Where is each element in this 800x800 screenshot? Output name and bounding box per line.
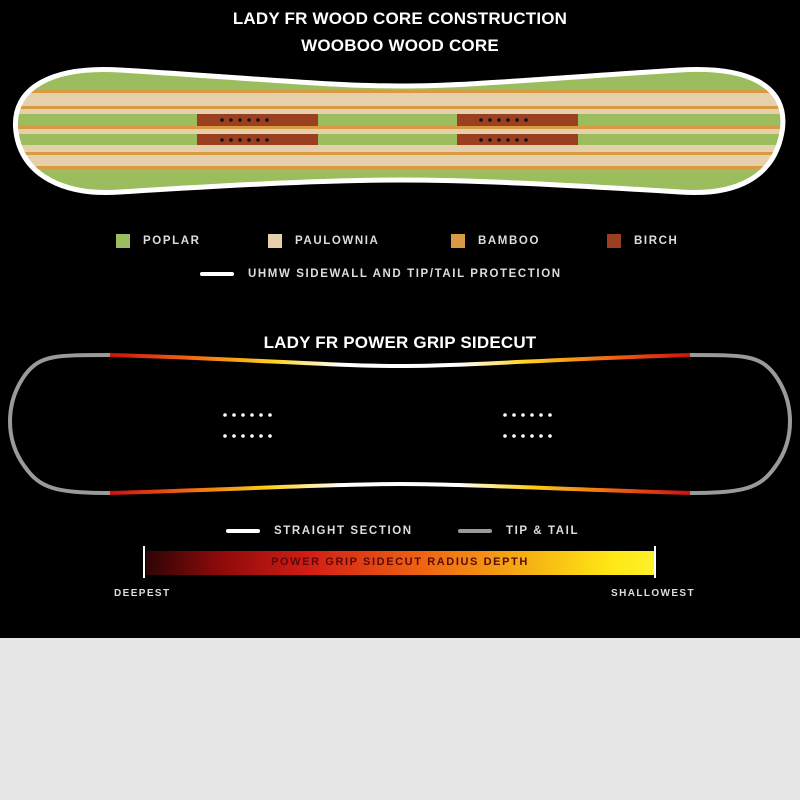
insert-hole xyxy=(521,413,525,417)
depth-gradient-bar xyxy=(146,551,654,575)
insert-hole xyxy=(488,118,492,122)
insert-hole xyxy=(503,413,507,417)
insert-hole xyxy=(223,434,227,438)
insert-hole xyxy=(539,413,543,417)
legend-bamboo: BAMBOO xyxy=(451,234,540,248)
insert-hole xyxy=(539,434,543,438)
insert-hole xyxy=(548,413,552,417)
bamboo-stripe xyxy=(15,166,783,169)
page-footer-area xyxy=(0,638,800,800)
legend-tip-tail: TIP & TAIL xyxy=(458,525,579,537)
insert-hole xyxy=(524,138,528,142)
tip-tail-label: TIP & TAIL xyxy=(506,525,580,537)
insert-hole xyxy=(256,118,260,122)
sidecut-board xyxy=(8,353,792,495)
shallowest-label: SHALLOWEST xyxy=(611,588,695,599)
insert-hole xyxy=(238,138,242,142)
insert-hole xyxy=(247,138,251,142)
insert-hole xyxy=(497,138,501,142)
bamboo-label: BAMBOO xyxy=(478,235,540,247)
legend-paulownia: PAULOWNIA xyxy=(268,234,379,248)
paulownia-swatch xyxy=(268,234,282,248)
poplar-label: POPLAR xyxy=(143,235,201,247)
poplar-stripe xyxy=(15,134,783,145)
scale-tick-right xyxy=(654,546,656,578)
bamboo-swatch xyxy=(451,234,465,248)
sidewall-label: UHMW SIDEWALL AND TIP/TAIL PROTECTION xyxy=(248,268,562,280)
insert-hole xyxy=(259,434,263,438)
construction-title: LADY FR WOOD CORE CONSTRUCTION xyxy=(232,9,568,28)
top-edge-sidecut xyxy=(109,353,691,369)
insert-hole xyxy=(232,434,236,438)
insert-hole xyxy=(512,413,516,417)
insert-hole xyxy=(503,434,507,438)
paulownia-label: PAULOWNIA xyxy=(295,235,380,247)
uhmw-sidewall xyxy=(13,66,786,196)
straight-label: STRAIGHT SECTION xyxy=(274,525,413,537)
insert-hole xyxy=(265,138,269,142)
tip-outline xyxy=(689,353,792,495)
insert-hole xyxy=(515,138,519,142)
insert-hole xyxy=(268,434,272,438)
insert-hole xyxy=(220,118,224,122)
tip-tail-swatch xyxy=(458,529,492,533)
bamboo-stripe xyxy=(15,90,783,93)
insert-hole xyxy=(521,434,525,438)
insert-hole xyxy=(548,434,552,438)
sidecut-title: LADY FR POWER GRIP SIDECUT xyxy=(263,333,537,352)
insert-hole xyxy=(220,138,224,142)
insert-hole xyxy=(256,138,260,142)
insert-hole xyxy=(479,118,483,122)
insert-hole xyxy=(250,434,254,438)
bamboo-stripe xyxy=(15,152,783,155)
insert-hole xyxy=(259,413,263,417)
insert-hole xyxy=(241,434,245,438)
insert-hole xyxy=(241,413,245,417)
legend-birch: BIRCH xyxy=(607,234,678,248)
insert-hole xyxy=(268,413,272,417)
insert-hole xyxy=(515,118,519,122)
insert-hole xyxy=(506,138,510,142)
insert-hole xyxy=(530,434,534,438)
insert-hole xyxy=(488,138,492,142)
legend-sidewall: UHMW SIDEWALL AND TIP/TAIL PROTECTION xyxy=(200,268,562,280)
insert-hole xyxy=(265,118,269,122)
poplar-stripe xyxy=(15,169,783,193)
poplar-swatch xyxy=(116,234,130,248)
birch-swatch xyxy=(607,234,621,248)
wood-core-board xyxy=(13,66,786,196)
insert-hole xyxy=(247,118,251,122)
insert-hole xyxy=(497,118,501,122)
insert-hole xyxy=(238,118,242,122)
bamboo-stripe xyxy=(15,106,783,109)
deepest-label: DEEPEST xyxy=(114,588,171,599)
insert-hole xyxy=(229,118,233,122)
bottom-edge-sidecut xyxy=(109,481,691,495)
birch-label: BIRCH xyxy=(634,235,679,247)
core-title: WOOBOO WOOD CORE xyxy=(301,36,499,55)
insert-hole xyxy=(506,118,510,122)
insert-hole xyxy=(479,138,483,142)
depth-gradient-label: POWER GRIP SIDECUT RADIUS DEPTH xyxy=(271,556,529,568)
insert-hole xyxy=(229,138,233,142)
sidewall-swatch xyxy=(200,272,234,276)
insert-hole xyxy=(524,118,528,122)
poplar-stripe xyxy=(15,114,783,126)
diagram-stage: LADY FR WOOD CORE CONSTRUCTION WOOBOO WO… xyxy=(0,0,800,638)
legend-straight: STRAIGHT SECTION xyxy=(226,525,413,537)
insert-hole xyxy=(250,413,254,417)
legend-poplar: POPLAR xyxy=(116,234,201,248)
straight-swatch xyxy=(226,529,260,533)
insert-hole xyxy=(512,434,516,438)
insert-hole xyxy=(530,413,534,417)
bamboo-stripe xyxy=(15,126,783,129)
tail-outline xyxy=(8,353,111,495)
scale-tick-left xyxy=(143,546,145,578)
insert-hole xyxy=(223,413,227,417)
insert-hole xyxy=(232,413,236,417)
